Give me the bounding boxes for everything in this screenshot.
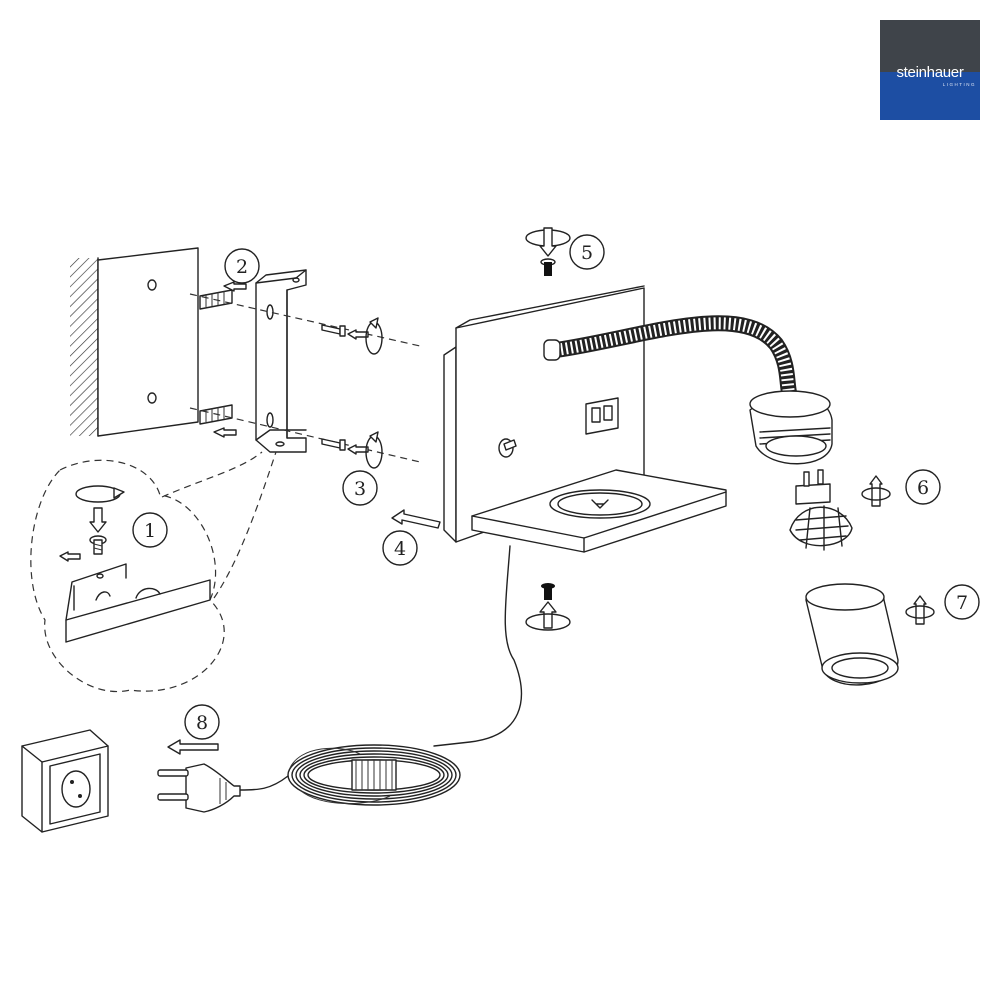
- step-marker-1: 1: [132, 512, 168, 548]
- step-label-8: 8: [196, 712, 208, 734]
- step-label-5: 5: [581, 242, 593, 264]
- lamp-cover: [805, 583, 899, 686]
- arrow-left-screw-bottom: [347, 444, 369, 455]
- gu10-bulb: [789, 469, 853, 551]
- toggle-switch: [498, 438, 517, 458]
- step-marker-6: 6: [905, 469, 941, 505]
- step-marker-3: 3: [342, 470, 378, 506]
- step-marker-4: 4: [382, 530, 418, 566]
- rotate-icon-screw-bottom: [365, 431, 383, 469]
- step-label-3: 3: [354, 478, 366, 500]
- detail-callout-line-a: [161, 451, 263, 498]
- screw-bottom-lamp: [541, 583, 555, 600]
- rotate-icon-bulb: [861, 475, 891, 507]
- detail-callout-line-b: [213, 451, 277, 599]
- plug-cable: [239, 775, 289, 791]
- step-label-1: 1: [144, 520, 156, 542]
- rotate-icon-top-screw: [525, 227, 571, 257]
- arrow-plug-in: [167, 739, 219, 755]
- step-label-2: 2: [236, 256, 248, 278]
- wireless-charger-pad: [549, 489, 651, 519]
- screw-bottom: [321, 438, 346, 451]
- arrow-mount-lamp: [391, 509, 441, 529]
- step-marker-8: 8: [184, 704, 220, 740]
- wall-socket: [21, 729, 109, 833]
- power-cable: [433, 545, 522, 747]
- detail-screw: [89, 535, 107, 555]
- arrow-left-screw-top: [347, 329, 369, 340]
- brand-logo: steinhauer LIGHTING: [880, 20, 980, 120]
- cable-coil: [287, 744, 461, 806]
- usb-port: [585, 397, 619, 435]
- screw-top-lamp: [540, 258, 556, 276]
- logo-wordmark: steinhauer: [896, 64, 964, 81]
- lamp-back-box: [443, 346, 457, 543]
- detail-rotate-icon: [75, 485, 125, 503]
- logo-bottom-band: [880, 72, 980, 120]
- detail-bubble-outline: [30, 459, 225, 693]
- step-marker-7: 7: [944, 584, 980, 620]
- detail-arrow-down: [89, 507, 107, 533]
- step-marker-5: 5: [569, 234, 605, 270]
- step-label-6: 6: [917, 477, 929, 499]
- step-label-7: 7: [956, 592, 968, 614]
- rotate-icon-bottom-screw: [525, 601, 571, 631]
- logo-top-band: [880, 20, 980, 72]
- arrow-left-plug-bottom: [213, 427, 237, 438]
- power-plug: [157, 763, 241, 813]
- screw-top: [321, 324, 346, 337]
- detail-bracket-closeup: [65, 563, 211, 643]
- rotate-icon-screw-top: [365, 317, 383, 355]
- step-label-4: 4: [394, 538, 406, 560]
- lamp-head: [749, 390, 833, 465]
- detail-arrow-left: [59, 551, 81, 562]
- wall: [70, 257, 99, 437]
- rotate-icon-cover: [905, 595, 935, 625]
- step-marker-2: 2: [224, 248, 260, 284]
- wall-plate: [97, 247, 199, 437]
- arrow-left-plug-top: [223, 281, 247, 292]
- logo-tagline: LIGHTING: [942, 82, 976, 87]
- mounting-bracket: [255, 269, 307, 453]
- gooseneck-arm: [543, 315, 798, 399]
